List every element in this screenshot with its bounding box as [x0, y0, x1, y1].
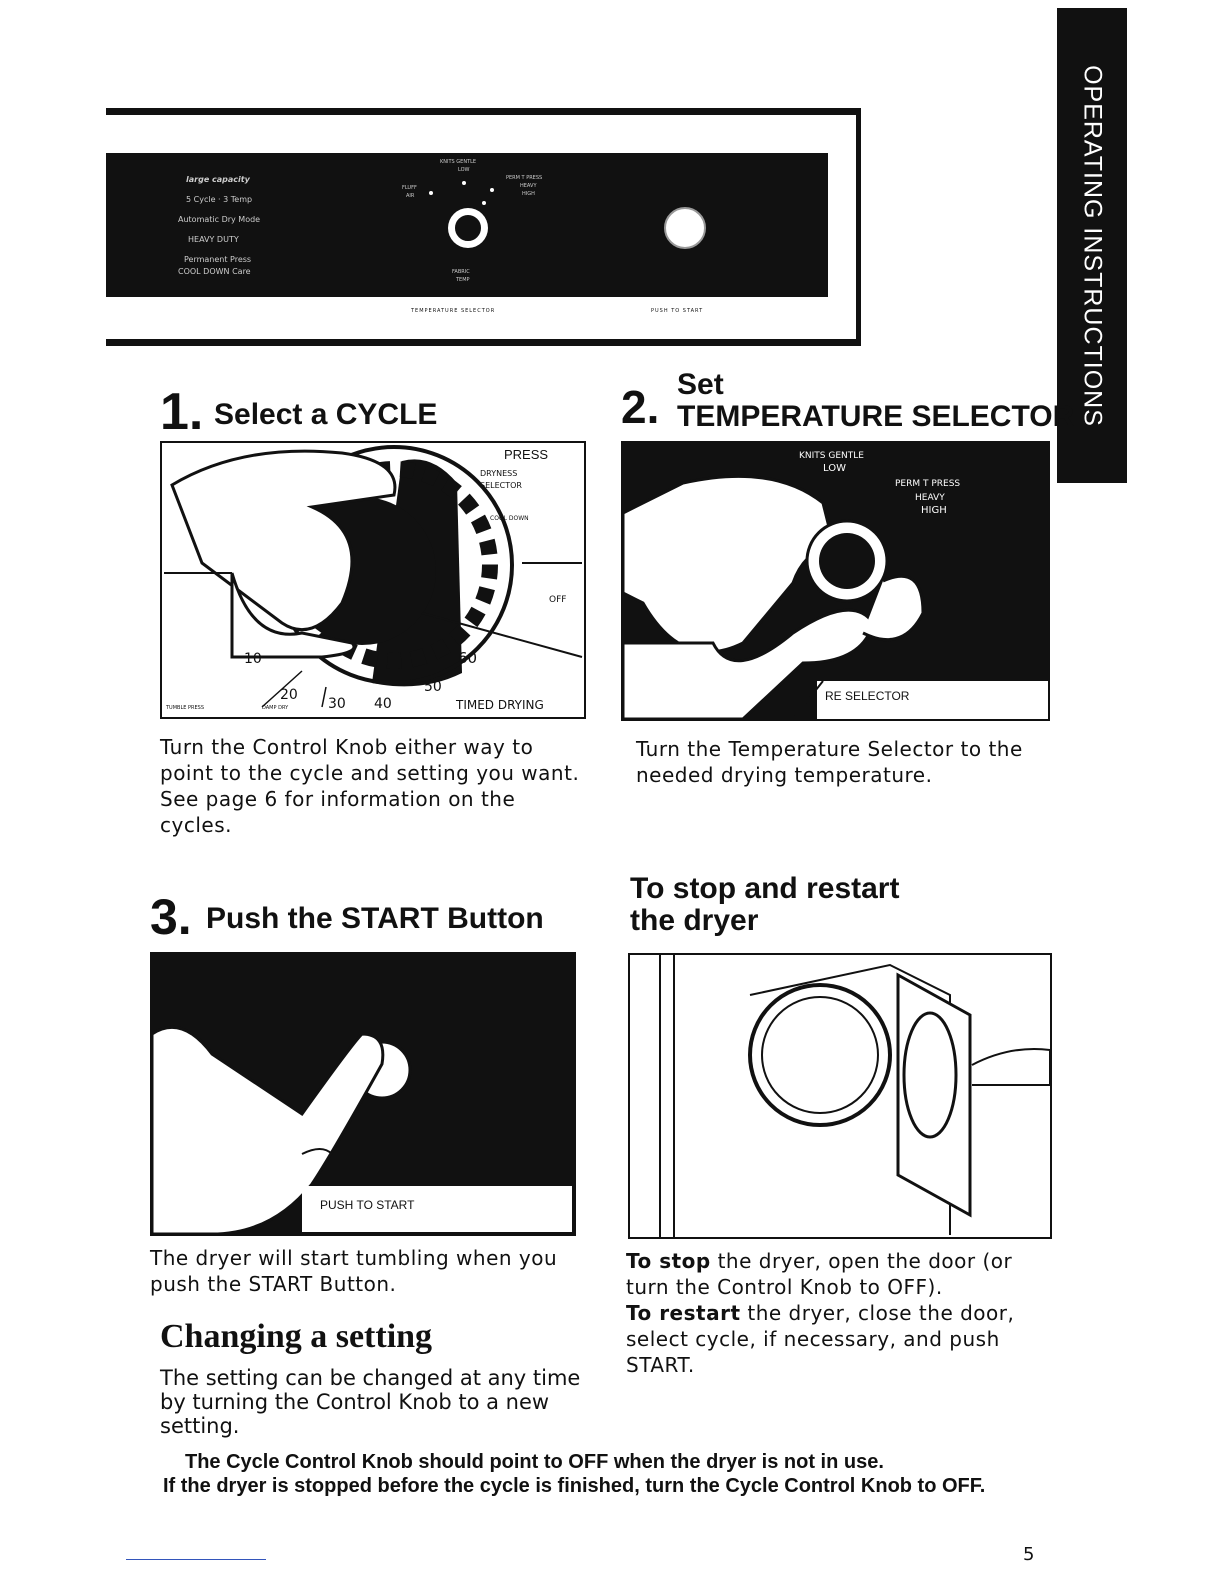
panel-caption: TEMPERATURE SELECTOR	[411, 308, 496, 314]
illus-label: HEAVY	[915, 493, 945, 503]
panel-line: Permanent Press	[184, 255, 252, 264]
bottom-note-line: If the dryer is stopped before the cycle…	[163, 1475, 986, 1497]
restart-description: the dryer, close the door, select cycle,…	[626, 1301, 1015, 1377]
bottom-note-line: The Cycle Control Knob should point to O…	[185, 1451, 884, 1473]
dial-label: HIGH	[522, 191, 535, 197]
illus-label: 60	[458, 649, 478, 667]
illus-label: HIGH	[921, 505, 947, 516]
page-number: 5	[1023, 1544, 1035, 1565]
changing-text: The setting can be changed at any time b…	[160, 1366, 581, 1438]
step-number: 2.	[621, 381, 660, 433]
stop-label: To stop	[626, 1249, 711, 1273]
cycle-knob-illustration: PRESS DRYNESS SELECTOR COOL DOWN OFF 60 …	[160, 441, 586, 719]
dial-label: KNITS GENTLE	[440, 159, 477, 165]
panel-line: HEAVY DUTY	[188, 235, 239, 244]
dryer-door-illustration	[628, 953, 1052, 1239]
temperature-selector-illustration: KNITS GENTLE LOW PERM T PRESS HEAVY HIGH…	[621, 441, 1050, 721]
illus-label: OFF	[549, 595, 567, 605]
dial-label: FABRIC	[452, 269, 470, 275]
stop-text: To stop the dryer, open the door (or tur…	[626, 1248, 1056, 1378]
start-button-icon	[664, 207, 706, 249]
illus-label: PERM T PRESS	[895, 479, 961, 489]
control-panel: large capacity 5 Cycle · 3 Temp Automati…	[106, 153, 828, 297]
dial-label: FLUFF	[402, 185, 417, 191]
illus-label: PRESS	[504, 447, 549, 462]
illus-label: RE SELECTOR	[825, 689, 910, 703]
panel-line: COOL DOWN Care	[178, 267, 251, 276]
dial-label: LOW	[458, 167, 470, 173]
panel-line: 5 Cycle · 3 Temp	[186, 195, 253, 204]
step-title: TEMPERATURE SELECTOR	[677, 400, 1075, 433]
step2-text: Turn the Temperature Selector to the nee…	[636, 737, 1023, 787]
illus-label: KNITS GENTLE	[799, 451, 864, 461]
stop-description: the dryer, open the door (or turn the Co…	[626, 1249, 1013, 1299]
changing-title: Changing a setting	[160, 1318, 433, 1355]
illus-label: 30	[328, 696, 346, 712]
step1-text: Turn the Control Knob either way to poin…	[160, 735, 580, 837]
illus-label: LOW	[823, 463, 846, 474]
section-tab-label: OPERATING INSTRUCTIONS	[1078, 64, 1107, 427]
stop-title-line2: the dryer	[630, 904, 759, 937]
bottom-note: The Cycle Control Knob should point to O…	[163, 1450, 1043, 1498]
panel-dials	[429, 181, 706, 249]
dial-label: TEMP	[456, 277, 470, 283]
dial-label: HEAVY	[520, 183, 537, 189]
section-tab: OPERATING INSTRUCTIONS	[1057, 8, 1127, 483]
illus-label: 10	[244, 651, 262, 667]
illus-label: 50	[424, 679, 442, 695]
step-number: 3.	[150, 889, 192, 945]
panel-line: large capacity	[186, 175, 250, 184]
panel-line: Automatic Dry Mode	[178, 215, 261, 224]
restart-label: To restart	[626, 1301, 741, 1325]
illus-label: SELECTOR	[480, 481, 522, 490]
step-number: 1.	[160, 383, 204, 441]
panel-caption: PUSH TO START	[651, 308, 704, 314]
illus-label: COOL DOWN	[490, 515, 529, 522]
illus-label: TUMBLE PRESS	[166, 705, 204, 711]
start-button-illustration: PUSH TO START	[150, 952, 576, 1236]
push-to-start-label: PUSH TO START	[320, 1198, 415, 1212]
illus-label: DRYNESS	[480, 469, 518, 478]
step-title: Push the START Button	[206, 902, 544, 935]
step-title: Set	[677, 368, 724, 401]
dial-label: AIR	[406, 193, 415, 199]
illus-label: 40	[374, 696, 392, 712]
step3-text: The dryer will start tumbling when you p…	[150, 1246, 558, 1296]
footer-rule	[126, 1559, 266, 1560]
illus-label: 20	[280, 687, 298, 703]
step-title: Select a CYCLE	[214, 398, 438, 431]
illus-label: DAMP DRY	[262, 705, 289, 711]
stop-title-line1: To stop and restart	[630, 872, 900, 905]
dial-label: PERM T PRESS	[506, 175, 543, 181]
illus-label: TIMED DRYING	[456, 698, 544, 712]
control-panel-frame	[106, 108, 861, 346]
